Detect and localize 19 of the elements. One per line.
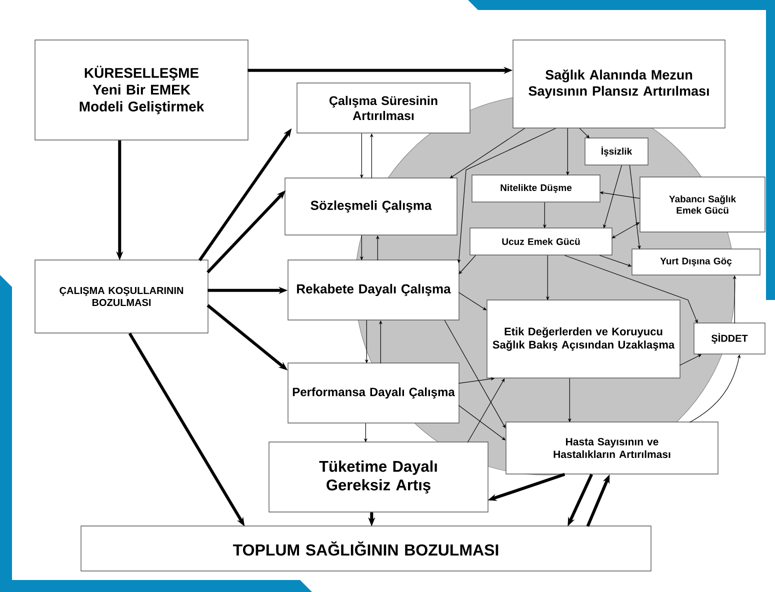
process-box: TOPLUM SAĞLIĞININ BOZULMASI: [80, 526, 652, 572]
process-box: Tüketime Dayalı Gereksiz Artış: [268, 442, 488, 512]
process-box: Etik Değerlerden ve Koruyucu Sağlık Bakış Açısından Uzaklaşma: [486, 300, 680, 378]
process-box: Nitelikte Düşme: [472, 174, 600, 202]
process-box: ŞİDDET: [694, 322, 766, 354]
process-box: Rekabete Dayalı Çalışma: [288, 260, 460, 320]
process-box: KÜRESELLEŞME Yeni Bir EMEK Modeli Geliştirmek: [34, 40, 248, 140]
process-box: Yurt Dışına Göç: [632, 248, 760, 276]
process-box: Yabancı Sağlık Emek Gücü: [640, 176, 766, 232]
process-box: Sözleşmeli Çalışma: [284, 178, 458, 236]
process-box: Hasta Sayısının ve Hastalıkların Artırılması: [506, 422, 718, 474]
process-box: ÇALIŞMA KOŞULLARININ BOZULMASI: [34, 260, 208, 334]
process-box: Performansa Dayalı Çalışma: [288, 362, 460, 424]
arrow: [450, 128, 525, 178]
process-box: Ucuz Emek Gücü: [470, 228, 612, 256]
process-box: İşsizlik: [584, 138, 648, 166]
arrow: [458, 255, 476, 274]
process-box: Çalışma Süresinin Artırılması: [296, 82, 470, 134]
process-box: Sağlık Alanında Mezun Sayısının Plansız Artırılması: [512, 40, 726, 128]
